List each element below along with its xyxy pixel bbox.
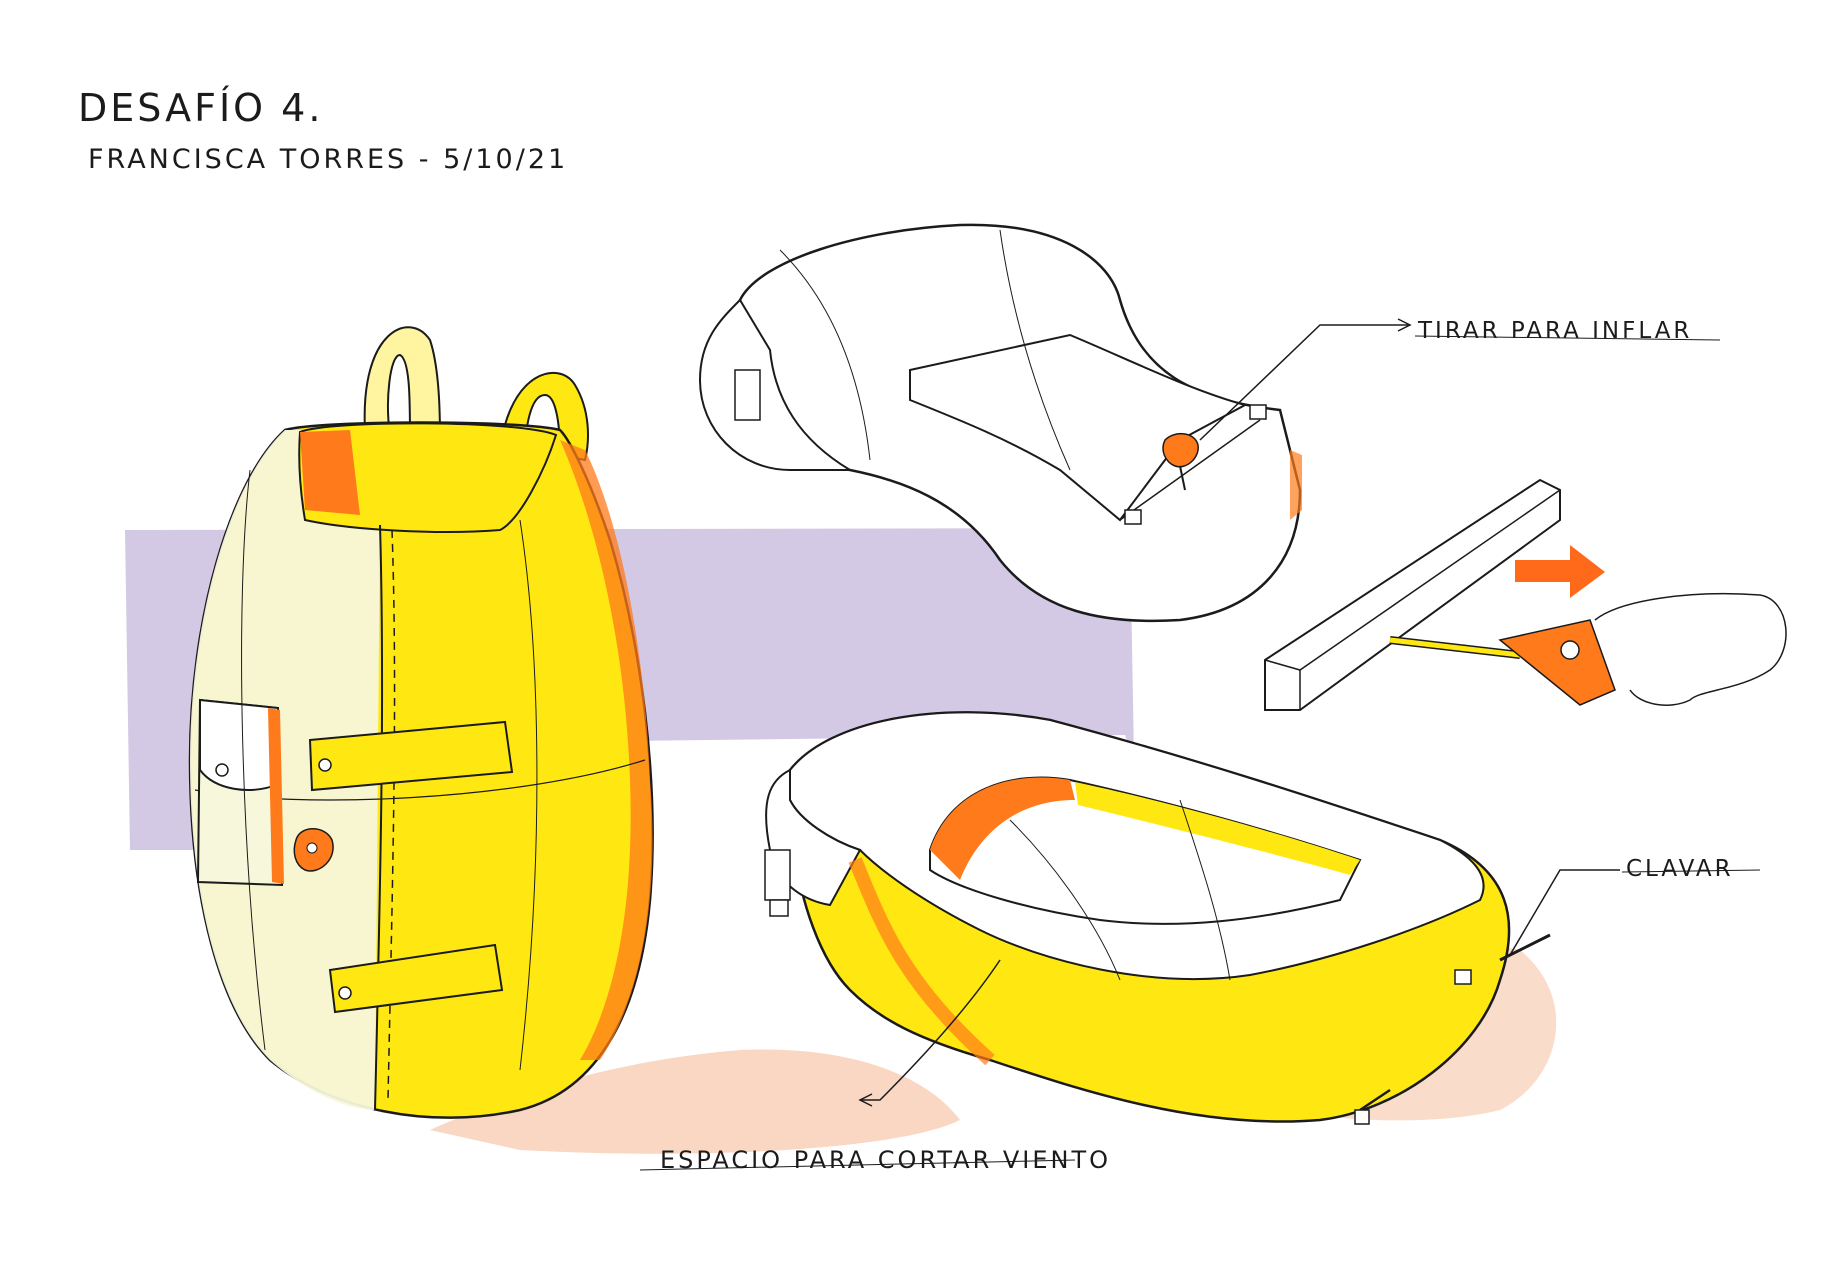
top-orange-inner — [300, 430, 360, 515]
inflate-leader — [1199, 324, 1410, 441]
nail-leader — [1509, 869, 1620, 956]
label-nail: CLAVAR — [1626, 856, 1734, 882]
lower-strap — [328, 943, 504, 1014]
upper-strap-rivet — [318, 758, 332, 772]
pocket-orange-edge — [268, 708, 284, 884]
backpack-side-stripe — [560, 440, 653, 1060]
label-inflate: TIRAR PARA INFLAR — [1418, 318, 1693, 344]
cavity-orange-wall — [930, 777, 1075, 880]
pull-handle — [1498, 619, 1616, 706]
pull-detail-sketch — [1264, 478, 1787, 711]
backpack-top-opening — [298, 422, 558, 533]
mat-orange-accent — [1290, 450, 1302, 520]
wind-leader — [860, 959, 1001, 1101]
mat-end-block — [698, 298, 854, 471]
sheet-title: DESAFÍO 4. — [78, 86, 324, 130]
center-stitch — [387, 529, 396, 1101]
backpack-left-panel — [190, 430, 380, 1110]
lower-strap-rivet — [338, 986, 352, 1000]
nail-stake — [1499, 933, 1551, 962]
direction-arrow — [1515, 545, 1605, 598]
pocket-snap — [215, 763, 229, 777]
pocket-flap — [199, 698, 280, 791]
hand-sketch — [1594, 593, 1787, 706]
mat-slab — [1264, 478, 1561, 711]
mat-buckle — [734, 369, 761, 421]
cavity-yellow-wall — [1075, 782, 1360, 875]
author-date-line: FRANCISCA TORRES - 5/10/21 — [88, 144, 569, 175]
center-seam — [374, 524, 384, 1111]
upper-strap — [308, 720, 514, 792]
inflate-tab — [1162, 433, 1199, 468]
backpack-sketch — [188, 326, 654, 1119]
folded-mat-sketch — [698, 223, 1412, 623]
open-mat-buckle — [764, 849, 791, 901]
backpack-shadow — [430, 1049, 960, 1154]
label-wind-space: ESPACIO PARA CORTAR VIENTO — [660, 1146, 1112, 1174]
open-mat-sketch — [639, 335, 1761, 1171]
